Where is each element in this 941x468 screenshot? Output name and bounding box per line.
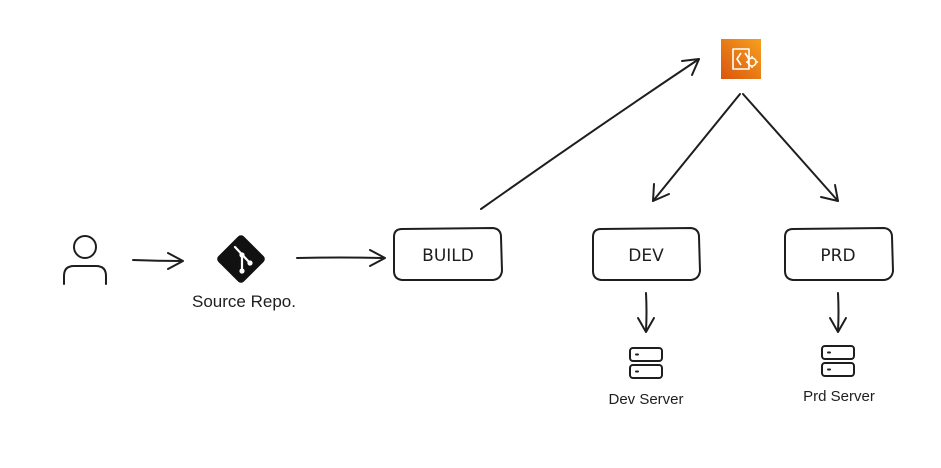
arrow-dev-to-server [637, 292, 655, 333]
server-icon [821, 345, 855, 377]
arrow-deploy-to-prd [742, 93, 839, 202]
arrow-repo-to-build [296, 249, 386, 267]
build-label: BUILD [422, 246, 474, 266]
prd-server-label: Prd Server [803, 388, 875, 405]
arrow-user-to-repo [132, 252, 184, 270]
dev-box: DEV [592, 227, 701, 281]
arrow-build-to-deploy [480, 58, 700, 210]
git-icon [217, 235, 265, 283]
dev-label: DEV [628, 246, 664, 266]
build-box: BUILD [393, 227, 503, 281]
arrow-deploy-to-dev [652, 93, 741, 202]
user-icon [63, 235, 107, 285]
dev-server-label: Dev Server [608, 391, 683, 408]
arrow-prd-to-server [829, 292, 847, 333]
prd-box: PRD [784, 227, 894, 281]
prd-label: PRD [820, 246, 855, 266]
server-icon [629, 347, 663, 379]
aws-codedeploy-icon [721, 39, 761, 79]
source-repo-label: Source Repo. [192, 292, 296, 311]
